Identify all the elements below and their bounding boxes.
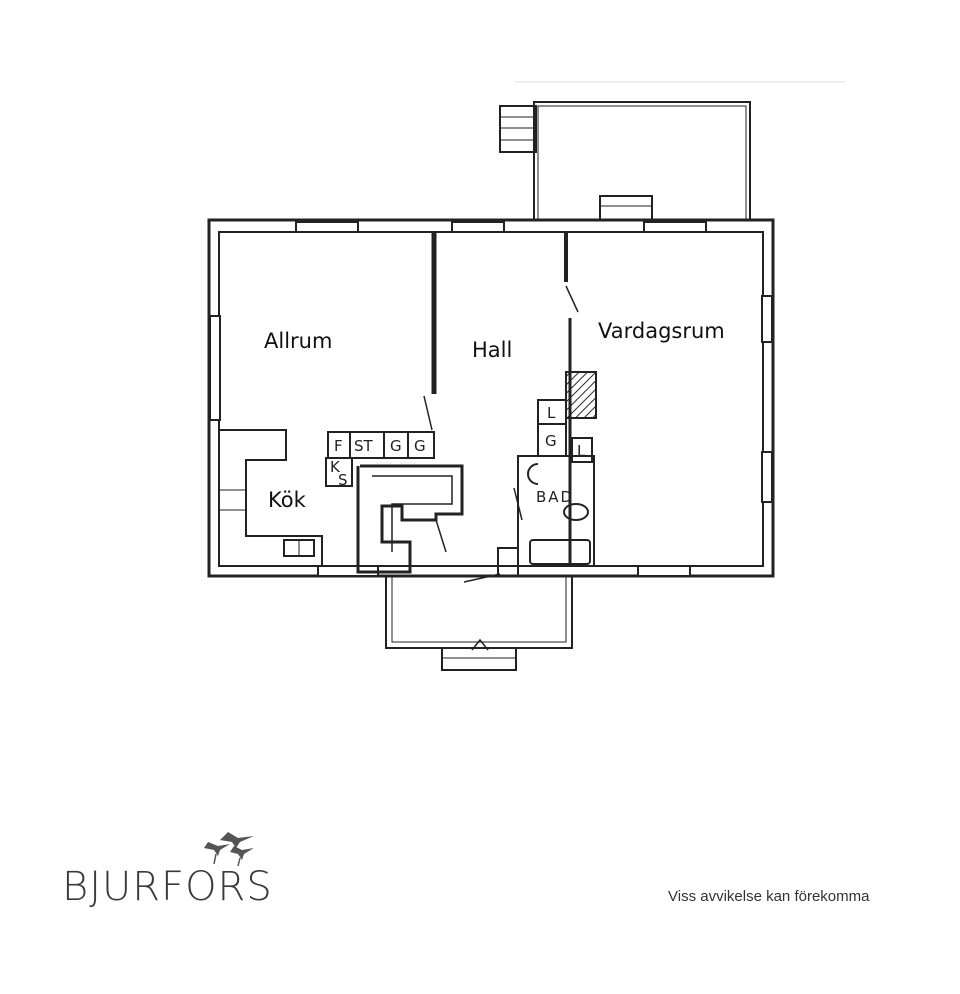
room-label-hall: Hall [472, 338, 512, 362]
room-label-bad: BAD [536, 488, 574, 506]
fixture-l2: L [577, 442, 586, 460]
fixture-g2: G [414, 437, 426, 455]
disclaimer-text: Viss avvikelse kan förekomma [668, 888, 870, 905]
fixture-g1: G [390, 437, 402, 455]
room-label-vardagsrum: Vardagsrum [598, 319, 725, 343]
fixture-l1: L [547, 404, 556, 422]
terrace-steps [499, 105, 537, 153]
fixture-k: K [330, 458, 341, 476]
fixture-g3: G [545, 432, 557, 450]
birds-icon [204, 832, 254, 867]
brand-logo-text: BJURFORS [62, 864, 273, 910]
fixture-s: S [338, 471, 348, 489]
fixture-st: ST [354, 437, 374, 455]
terrace-outline [533, 101, 751, 220]
bathroom [517, 455, 595, 567]
kitchen-counter [220, 429, 323, 566]
room-label-allrum: Allrum [264, 329, 332, 353]
fixture-f: F [334, 437, 343, 455]
porch [385, 576, 573, 649]
room-label-kok: Kök [268, 488, 307, 512]
chimney [565, 371, 597, 419]
outer-wall [207, 218, 775, 578]
